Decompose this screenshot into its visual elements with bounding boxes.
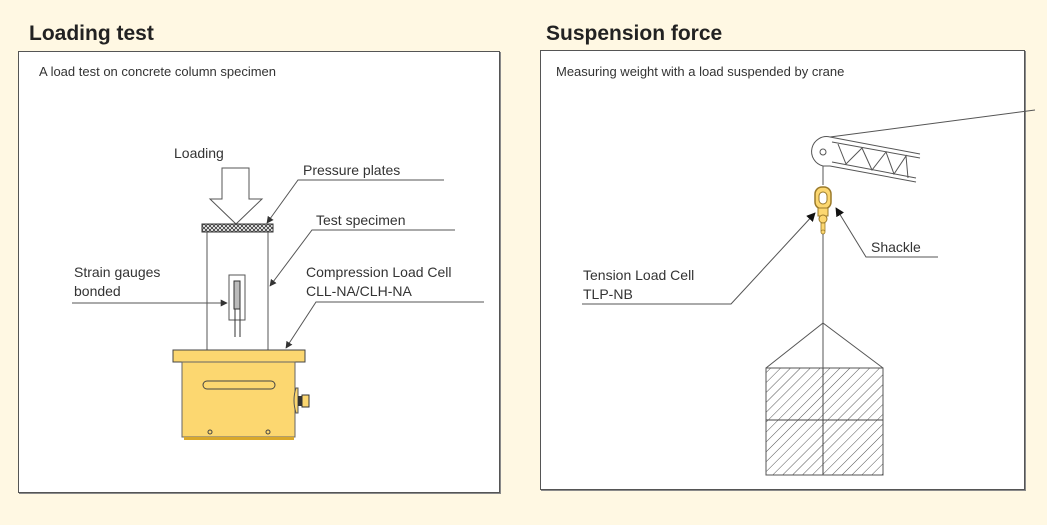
shackle-label: Shackle (871, 239, 921, 255)
pressure-plates-label: Pressure plates (303, 162, 400, 178)
loading-test-subtitle: A load test on concrete column specimen (39, 64, 277, 79)
crane-boom-icon (811, 109, 1036, 183)
suspended-load-icon (765, 322, 884, 476)
pressure-plate (201, 223, 274, 233)
compression-load-cell-label-line2: CLL-NA/CLH-NA (306, 283, 412, 299)
tension-load-cell-label-line1: Tension Load Cell (583, 267, 694, 283)
leader-test-specimen (269, 229, 455, 287)
test-specimen-label: Test specimen (316, 212, 405, 228)
strain-gauges-label-line2: bonded (74, 283, 121, 299)
test-specimen (206, 232, 269, 350)
leader-tension-load-cell (582, 212, 816, 305)
suspension-force-subtitle: Measuring weight with a load suspended b… (556, 64, 845, 79)
leader-load-cell (285, 301, 484, 349)
tension-load-cell-label-line2: TLP-NB (583, 286, 633, 302)
leader-shackle (835, 207, 938, 258)
compression-load-cell-label-line1: Compression Load Cell (306, 264, 452, 280)
loading-arrow-icon (208, 167, 264, 225)
suspension-force-title: Suspension force (546, 22, 723, 45)
compression-load-cell-icon (172, 349, 310, 440)
loading-label: Loading (174, 145, 224, 161)
loading-test-title: Loading test (29, 22, 154, 45)
tension-load-cell-icon (814, 186, 832, 235)
strain-gauge-icon (228, 274, 246, 337)
strain-gauges-label-line1: Strain gauges (74, 264, 160, 280)
leader-pressure-plates (266, 179, 444, 224)
